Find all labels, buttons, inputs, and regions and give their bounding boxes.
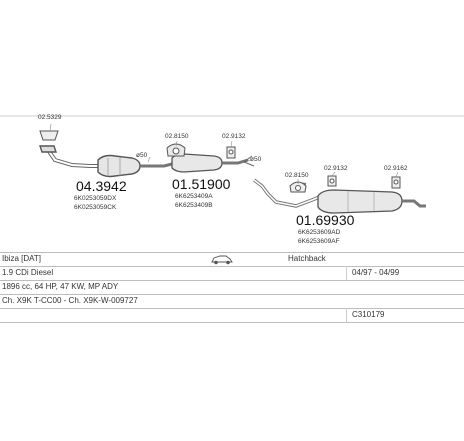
fitting-number: 02.9162 [384, 165, 408, 172]
leader-lines [49, 123, 399, 184]
oe-number: 6K6253609AF [298, 238, 340, 245]
oe-number: 6K6253609AD [298, 229, 341, 236]
middle-silencer [150, 153, 255, 173]
oe-number: 6K6253409B [175, 202, 213, 209]
rear-clamp-icon [289, 181, 307, 193]
oe-number: 6K6253409A [175, 193, 213, 200]
oe-number: 6K0253059DX [74, 195, 117, 202]
pipe-diameter: ø50 [136, 152, 148, 159]
vehicle-body: Hatchback [288, 254, 326, 263]
table-divider [0, 294, 464, 295]
fitting-number: 02.9132 [222, 133, 246, 140]
column-divider [346, 308, 347, 322]
hanger-icon [226, 146, 236, 159]
fitting-number: 02.5329 [38, 114, 62, 121]
table-divider [0, 280, 464, 281]
rear-silencer [252, 178, 426, 214]
oe-number: 6K0253059CK [74, 204, 117, 211]
tail-hanger-icon [391, 176, 401, 189]
part-number[interactable]: 01.51900 [172, 176, 231, 192]
fitting-gasket-icon [39, 130, 59, 141]
table-divider [0, 308, 464, 309]
table-divider [0, 252, 464, 253]
hatchback-car-icon [211, 255, 233, 265]
fitting-number: 02.9132 [324, 165, 348, 172]
diagram-code: C310179 [352, 310, 385, 319]
vehicle-engine: 1.9 CDi Diesel [2, 268, 54, 277]
clamp-icon [166, 143, 186, 157]
pipe-diameter: ø50 [250, 156, 262, 163]
table-divider [0, 266, 464, 267]
rear-hanger-icon [327, 175, 337, 187]
vehicle-spec: 1896 cc, 64 HP, 47 KW, MP ADY [2, 282, 119, 291]
vehicle-chassis: Ch. X9K T-CC00 - Ch. X9K-W-009727 [2, 296, 138, 305]
table-divider [0, 322, 464, 323]
column-divider [346, 266, 347, 280]
part-number[interactable]: 04.3942 [76, 178, 127, 194]
part-number[interactable]: 01.69930 [296, 212, 355, 228]
fitting-number: 02.8150 [285, 172, 309, 179]
vehicle-date-range: 04/97 - 04/99 [352, 268, 400, 277]
front-pipe-catalytic-converter [39, 145, 150, 178]
vehicle-model: Ibiza [DAT] [2, 254, 41, 263]
fitting-number: 02.8150 [165, 133, 189, 140]
